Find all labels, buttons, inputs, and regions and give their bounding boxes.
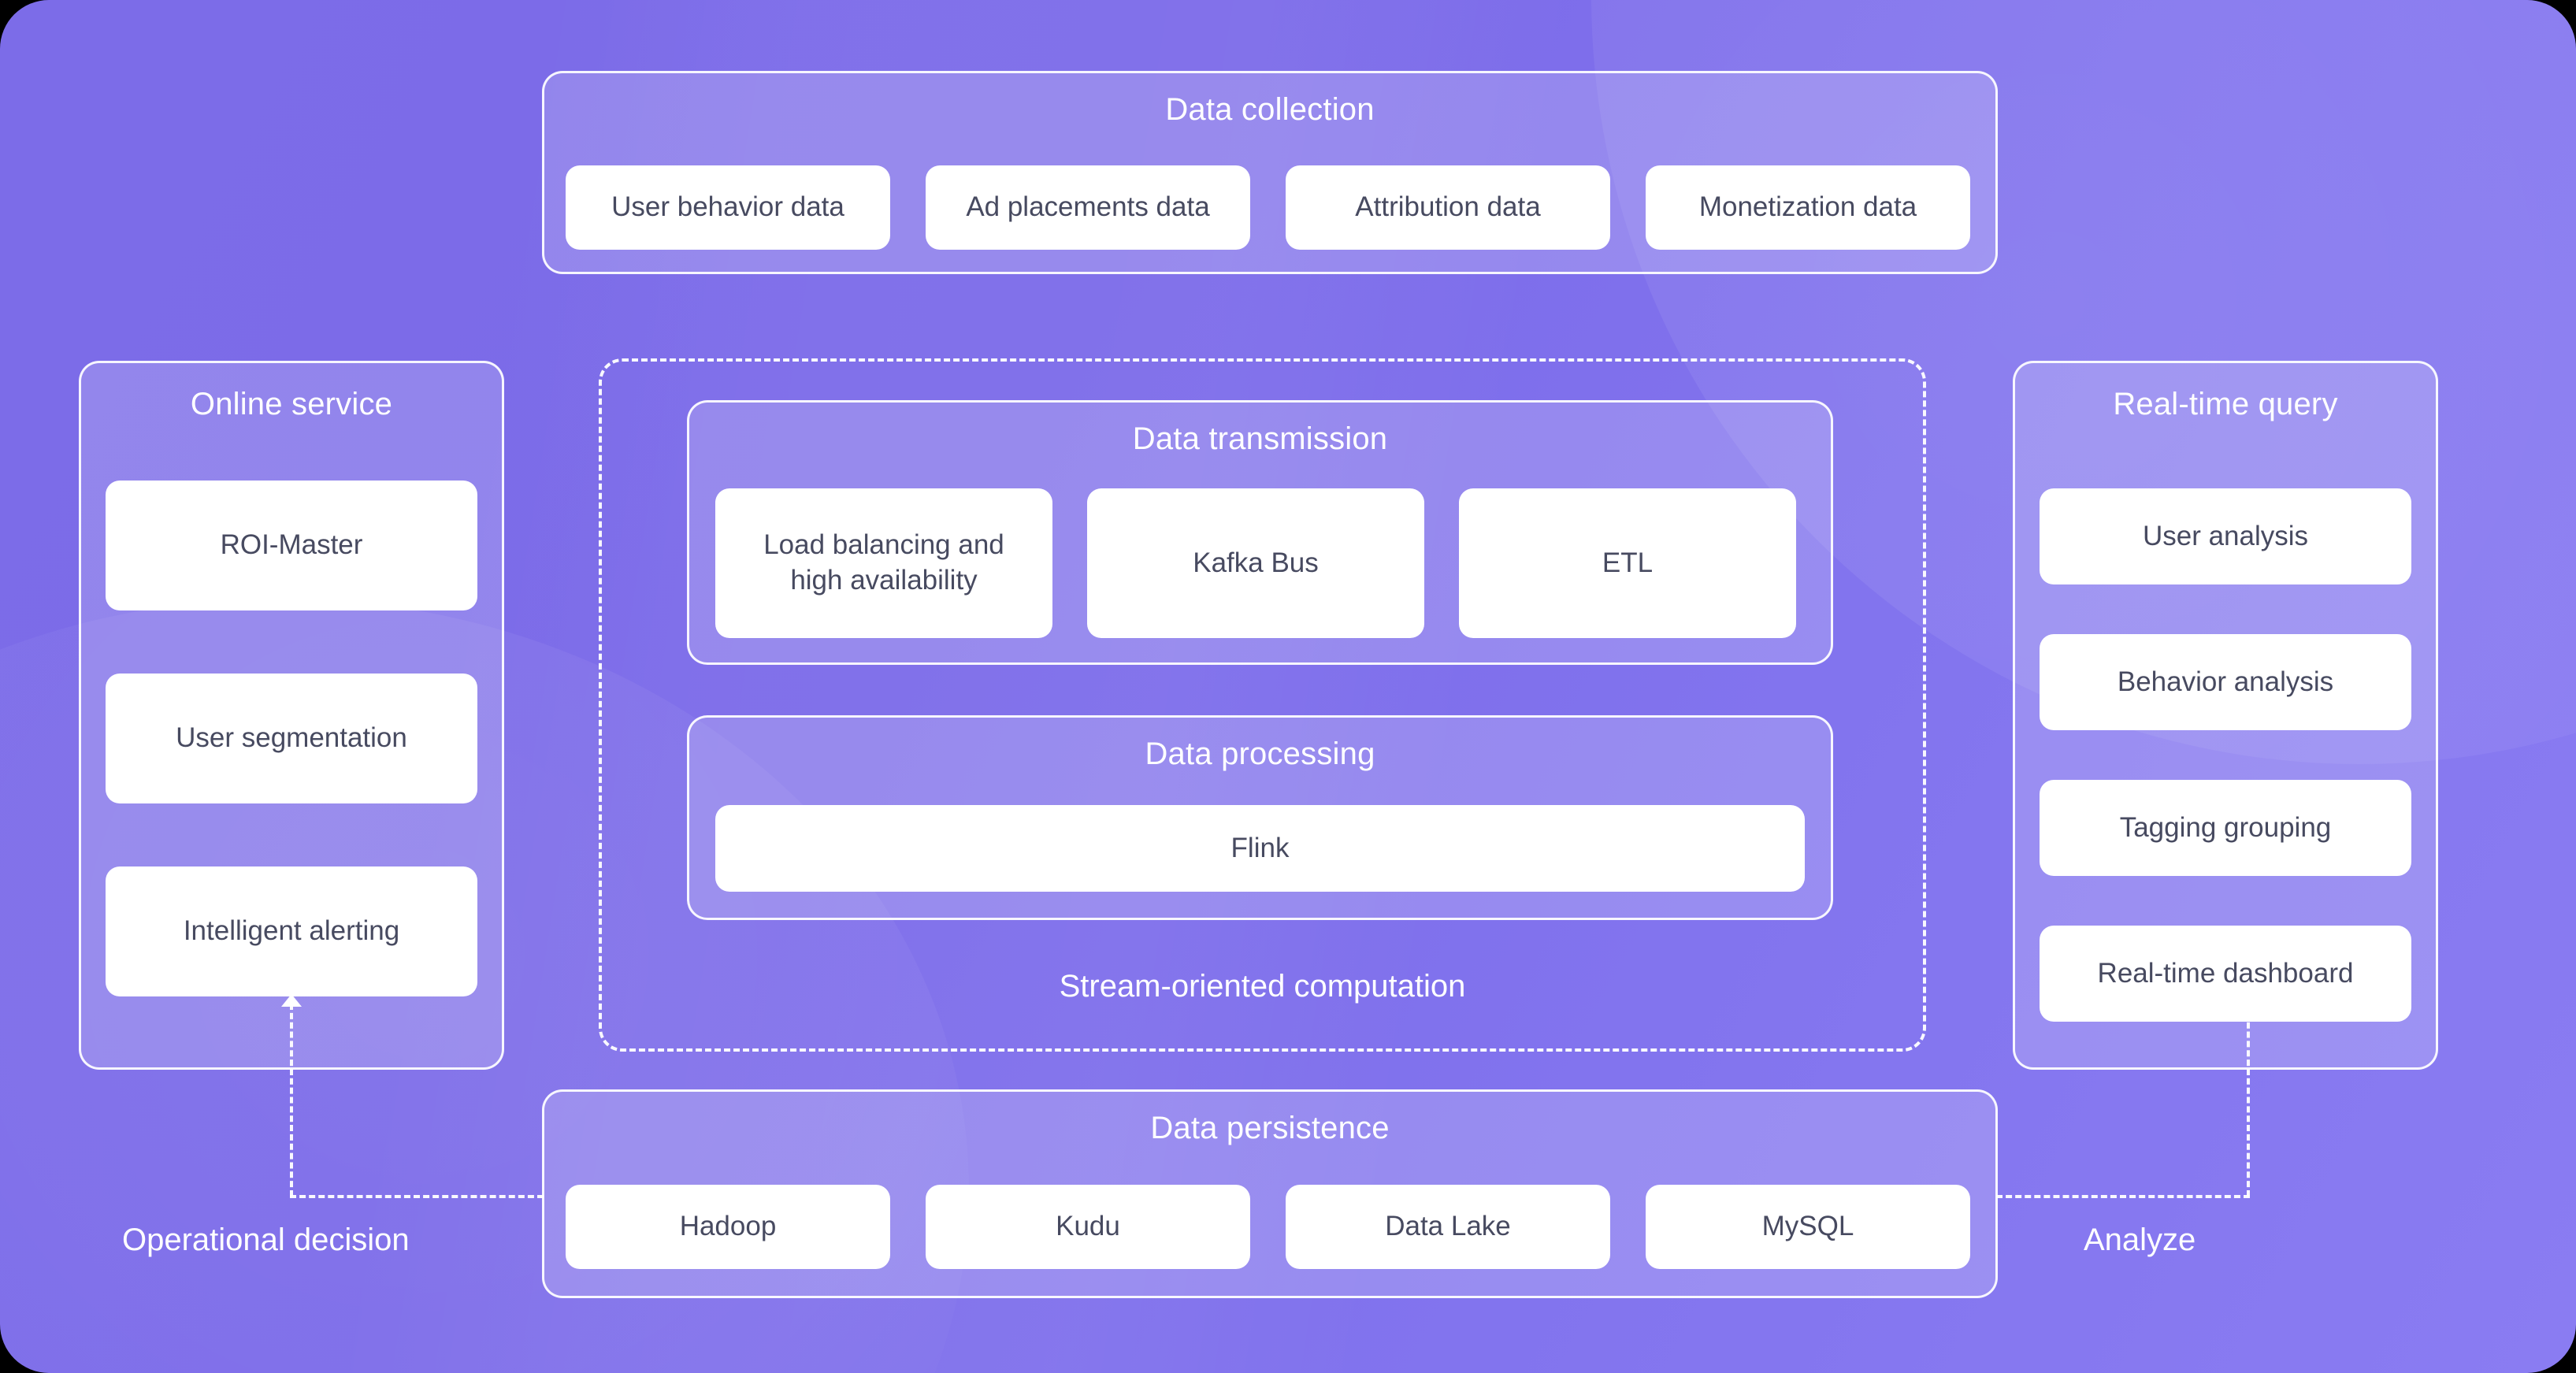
panel-stream-oriented-computation [599,358,1926,1052]
label-analyze: Analyze [2084,1223,2196,1257]
card-realtime-dashboard[interactable]: Real-time dashboard [2040,926,2411,1022]
panel-title-data-persistence: Data persistence [1150,1111,1390,1145]
label-stream-oriented-computation: Stream-oriented computation [1059,969,1466,1004]
panel-title-data-collection: Data collection [1165,92,1375,127]
panel-title-data-processing: Data processing [1145,737,1375,771]
card-hadoop[interactable]: Hadoop [566,1185,890,1269]
card-behavior-analysis[interactable]: Behavior analysis [2040,634,2411,730]
connector-right-horizontal [1996,1195,2250,1198]
card-flink[interactable]: Flink [715,805,1805,892]
panel-title-data-transmission: Data transmission [1132,421,1388,456]
card-data-lake[interactable]: Data Lake [1286,1185,1610,1269]
card-ad-placements-data[interactable]: Ad placements data [926,165,1250,250]
card-monetization-data[interactable]: Monetization data [1646,165,1970,250]
card-roi-master[interactable]: ROI-Master [106,481,477,610]
card-attribution-data[interactable]: Attribution data [1286,165,1610,250]
connector-left-arrow-icon [281,994,302,1007]
label-operational-decision: Operational decision [122,1223,410,1257]
card-kudu[interactable]: Kudu [926,1185,1250,1269]
card-user-segmentation[interactable]: User segmentation [106,674,477,803]
card-kafka-bus[interactable]: Kafka Bus [1087,488,1424,638]
panel-title-online-service: Online service [190,387,393,421]
connector-right-arrow-icon [2238,994,2259,1007]
card-intelligent-alerting[interactable]: Intelligent alerting [106,866,477,996]
card-tagging-grouping[interactable]: Tagging grouping [2040,780,2411,876]
panel-title-realtime-query: Real-time query [2113,387,2338,421]
card-etl[interactable]: ETL [1459,488,1796,638]
card-user-analysis[interactable]: User analysis [2040,488,2411,584]
card-user-behavior-data[interactable]: User behavior data [566,165,890,250]
card-load-balancing-high-availability[interactable]: Load balancing and high availability [715,488,1052,638]
connector-left-horizontal [290,1195,544,1198]
card-mysql[interactable]: MySQL [1646,1185,1970,1269]
